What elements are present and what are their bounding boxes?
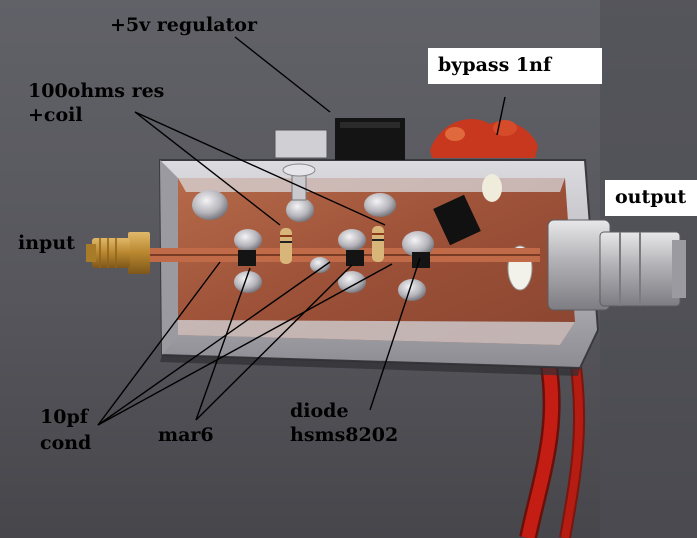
resistor-label-line1: 100ohms res <box>28 80 165 102</box>
bypass-label: bypass 1nf <box>428 48 602 84</box>
regulator-label: +5v regulator <box>110 14 257 36</box>
amplifier-label: mar6 <box>158 424 214 446</box>
diode-label-line2: hsms8202 <box>290 424 399 446</box>
capacitor-label-line1: 10pf <box>40 406 88 428</box>
input-label: input <box>18 232 75 254</box>
diode-label-line1: diode <box>290 400 349 422</box>
capacitor-label-line2: cond <box>40 432 92 454</box>
output-label: output <box>605 180 697 216</box>
resistor-label-line2: +coil <box>28 104 83 126</box>
